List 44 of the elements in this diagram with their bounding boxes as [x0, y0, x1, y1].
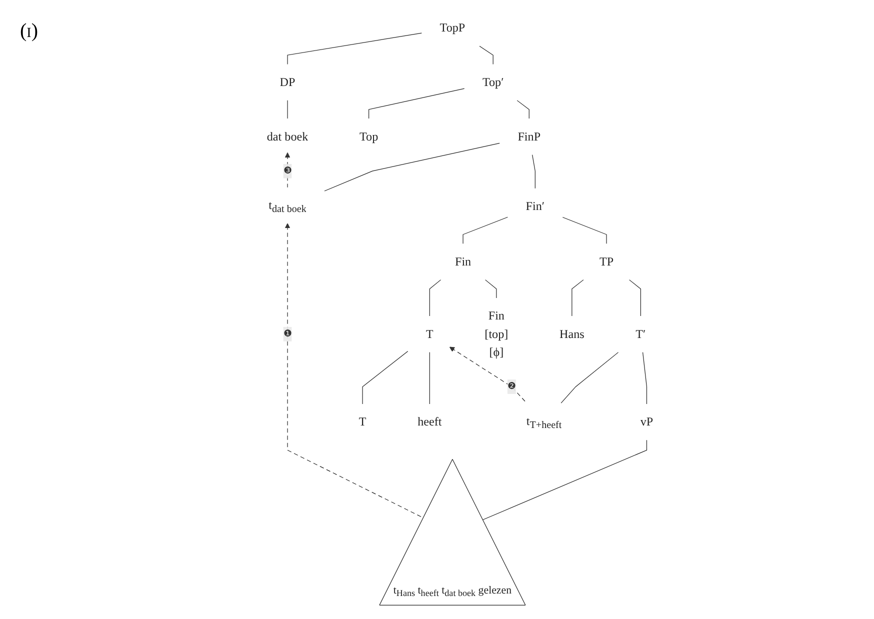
connector — [324, 142, 500, 192]
node-text: Hans — [560, 328, 584, 341]
node-text: T′ — [636, 328, 646, 341]
connector — [629, 280, 641, 316]
connector — [368, 88, 465, 119]
node-text: Top — [359, 130, 378, 144]
connector — [562, 216, 607, 244]
connector — [516, 100, 530, 119]
node-text: TopP — [440, 21, 466, 35]
connector — [287, 32, 422, 64]
node-text: DP — [280, 76, 296, 89]
node-text: Fin′ — [526, 200, 545, 214]
connector — [429, 280, 442, 316]
node-text: T — [426, 328, 434, 341]
node-text: vP — [640, 415, 654, 429]
arrow — [284, 223, 424, 518]
connector — [560, 352, 619, 404]
connector — [572, 280, 584, 316]
edge-label: ❸ — [283, 166, 292, 176]
node-text: FinP — [518, 130, 541, 144]
connector — [287, 100, 288, 119]
connector — [429, 352, 430, 404]
connector — [484, 280, 497, 298]
edge-label: ❷ — [507, 381, 516, 392]
connector — [532, 154, 536, 189]
example-number: (i) — [20, 20, 38, 43]
arrow — [449, 346, 527, 404]
node-text: Fin — [454, 255, 472, 268]
node-text: dat boek — [266, 130, 308, 144]
connector — [362, 350, 408, 404]
connector — [482, 440, 648, 520]
connector — [642, 352, 648, 404]
node-text: T — [358, 415, 366, 429]
node-text: TP — [599, 255, 614, 268]
node-text: t$_{T+heeft}$ — [526, 414, 562, 430]
node-text: heeft — [418, 415, 442, 429]
node-text: Fin [top] [ϕ] — [484, 309, 508, 359]
syntax-tree: ❶ ❷ ❸ TopP DP Top′ dat boek Top FinP t$_{dat boek}$ Fin′ Fin TP T Fin [top] [ϕ] Hans T′ T heeft t$_{T+heeft}$ vP t$_{Hans}$ t$_{heeft}$ t$_{dat boek}$ gelezen — [60, 5, 860, 610]
node-text: t$_{Hans}$ t$_{heeft}$ t$_{dat boek}$ gelezen — [393, 584, 512, 599]
connector — [462, 216, 508, 244]
connector — [479, 46, 494, 64]
edge-label: ❶ — [283, 328, 292, 340]
node-text: t$_{dat boek}$ — [268, 198, 306, 215]
node-text: Top′ — [482, 76, 504, 89]
